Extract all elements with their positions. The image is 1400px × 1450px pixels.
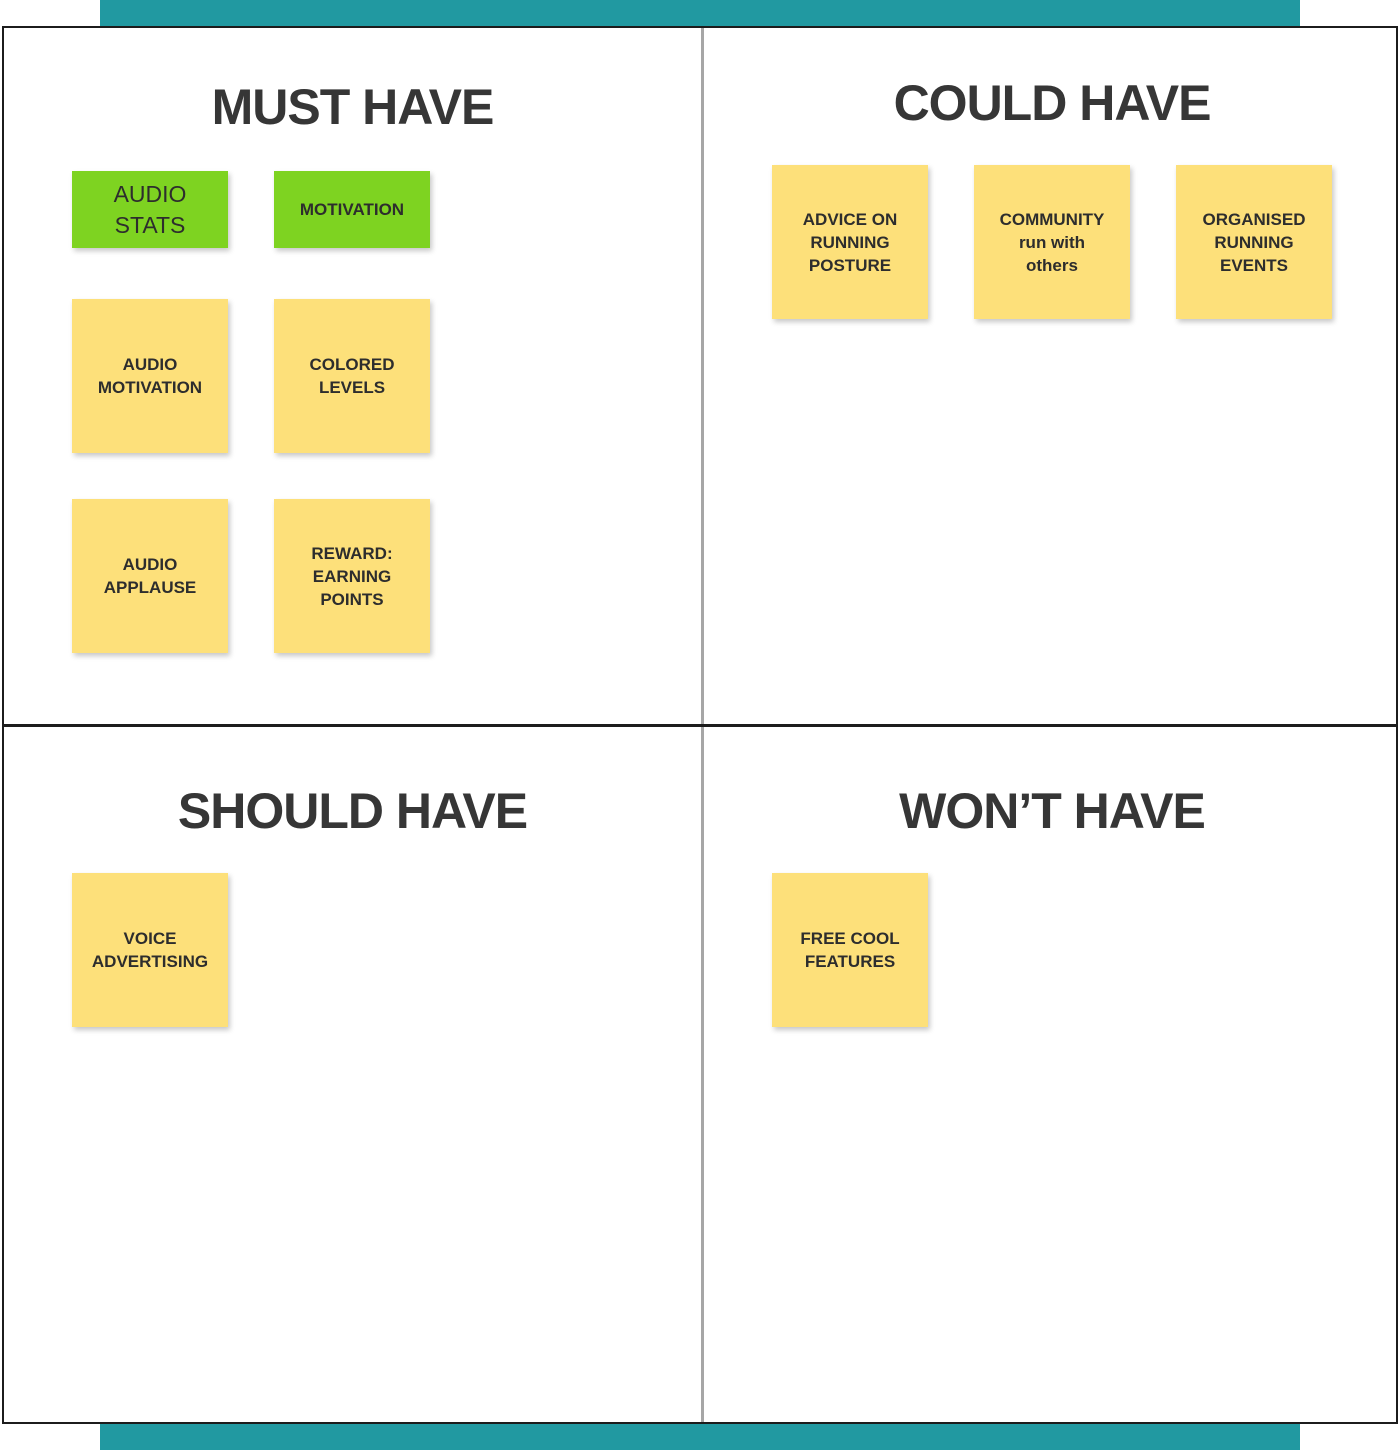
bottom-accent-bar xyxy=(100,1422,1300,1450)
quadrant-must-have: MUST HAVE AUDIO STATS MOTIVATION AUDIO M… xyxy=(4,28,701,724)
sticky-note[interactable]: COLORED LEVELS xyxy=(274,299,430,453)
quadrant-title: SHOULD HAVE xyxy=(177,783,528,839)
sticky-note-text: AUDIO APPLAUSE xyxy=(103,555,197,597)
sticky-note-text: AUDIO MOTIVATION xyxy=(97,355,203,397)
quadrant-title: COULD HAVE xyxy=(893,75,1212,131)
sticky-note[interactable]: AUDIO APPLAUSE xyxy=(72,499,228,653)
quadrant-wont-have: WON’T HAVE FREE COOL FEATURES xyxy=(704,727,1400,1424)
moscow-board: MUST HAVE AUDIO STATS MOTIVATION AUDIO M… xyxy=(2,26,1398,1424)
quadrant-title: WON’T HAVE xyxy=(899,783,1206,839)
sticky-note-text: AUDIO STATS xyxy=(113,180,187,238)
sticky-note[interactable]: AUDIO MOTIVATION xyxy=(72,299,228,453)
sticky-note[interactable]: VOICE ADVERTISING xyxy=(72,873,228,1027)
sticky-note[interactable]: COMMUNITY run with others xyxy=(974,165,1130,319)
sticky-note-text: ORGANISED RUNNING EVENTS xyxy=(1202,209,1306,275)
sticky-note[interactable]: ADVICE ON RUNNING POSTURE xyxy=(772,165,928,319)
sticky-note-text: REWARD: EARNING POINTS xyxy=(311,543,393,609)
sticky-note-text: MOTIVATION xyxy=(299,200,405,219)
top-accent-bar xyxy=(100,0,1300,28)
quadrant-should-have: SHOULD HAVE VOICE ADVERTISING xyxy=(4,727,701,1424)
sticky-note-text: COLORED LEVELS xyxy=(309,355,395,397)
sticky-note[interactable]: AUDIO STATS xyxy=(72,171,228,248)
sticky-note-text: COMMUNITY run with others xyxy=(999,209,1105,275)
horizontal-divider xyxy=(4,724,1396,727)
quadrant-could-have: COULD HAVE ADVICE ON RUNNING POSTURE COM… xyxy=(704,28,1400,724)
sticky-note[interactable]: REWARD: EARNING POINTS xyxy=(274,499,430,653)
sticky-note[interactable]: MOTIVATION xyxy=(274,171,430,248)
sticky-note-text: FREE COOL FEATURES xyxy=(800,929,900,971)
sticky-note[interactable]: ORGANISED RUNNING EVENTS xyxy=(1176,165,1332,319)
sticky-note[interactable]: FREE COOL FEATURES xyxy=(772,873,928,1027)
quadrant-title: MUST HAVE xyxy=(211,79,495,135)
sticky-note-text: ADVICE ON RUNNING POSTURE xyxy=(802,209,898,275)
sticky-note-text: VOICE ADVERTISING xyxy=(91,929,209,971)
